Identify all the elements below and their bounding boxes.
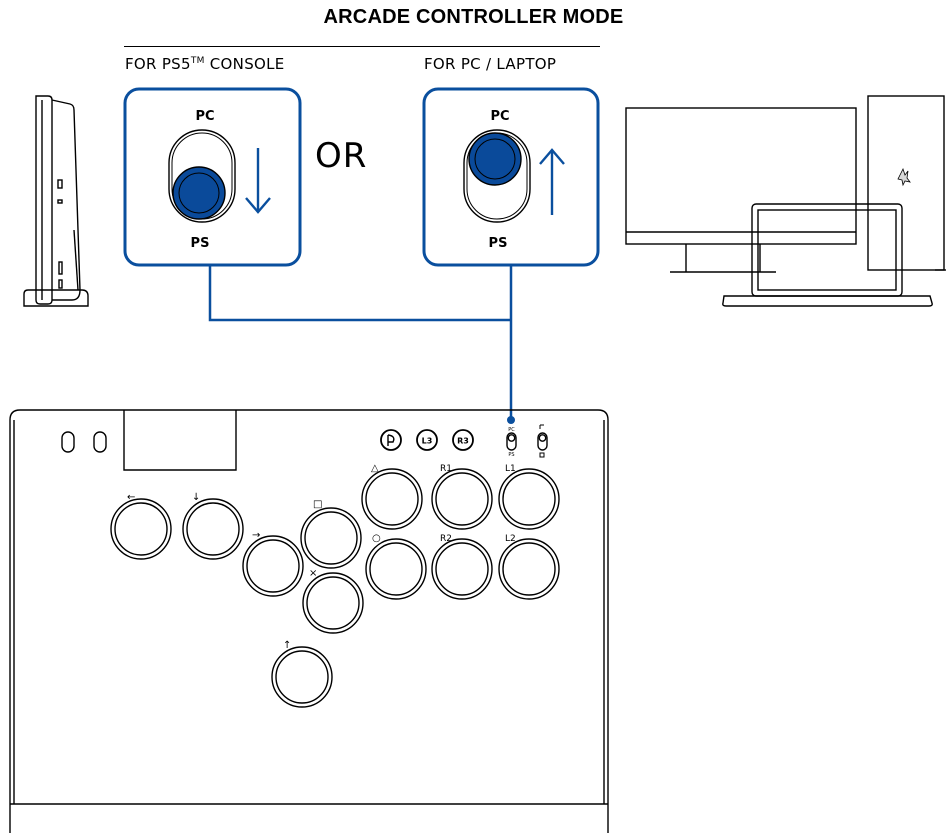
l2-label: L2 <box>505 534 516 544</box>
arrow-up-icon <box>539 148 565 215</box>
ps5-heading-suffix: CONSOLE <box>204 55 285 73</box>
or-text: OR <box>315 136 368 176</box>
cross-label: × <box>309 568 317 579</box>
title-divider <box>124 46 600 47</box>
triangle-label: △ <box>371 463 379 474</box>
left-arrow-label: ← <box>127 492 135 503</box>
switch-box-ps-mode: PC PS <box>123 87 302 267</box>
mode-switch <box>506 432 517 451</box>
mode-switch-top-label: PC <box>508 427 515 433</box>
l1-label: L1 <box>505 464 516 474</box>
mode-switch-bottom-label: PS <box>508 452 514 458</box>
controller-small-switch <box>61 431 75 453</box>
right-arrow-label: → <box>252 530 260 541</box>
switch-bottom-label: PS <box>489 236 508 251</box>
switch-top-label: PC <box>195 109 214 124</box>
ps5-console-heading: FOR PS5TM CONSOLE <box>125 55 285 73</box>
l3-label: L3 <box>422 437 433 446</box>
ps5-heading-text: FOR PS5 <box>125 55 191 73</box>
r1-label: R1 <box>440 464 452 474</box>
r2-label: R2 <box>440 534 452 544</box>
lock-switch <box>537 432 548 451</box>
l1-button <box>498 468 560 530</box>
arrow-down-icon <box>245 148 271 214</box>
r1-button <box>431 468 493 530</box>
r2-button <box>431 538 493 600</box>
switch-bottom-label: PS <box>191 236 210 251</box>
connector-lines <box>208 265 515 424</box>
switch-box-pc-mode: PC PS <box>422 87 600 267</box>
right-button <box>242 535 304 597</box>
square-button <box>300 507 362 569</box>
controller-small-switch <box>93 431 107 453</box>
switch-knob <box>468 132 522 186</box>
ps5-console-illustration <box>23 95 89 307</box>
down-arrow-label: ↓ <box>192 492 200 503</box>
l3-button <box>416 429 438 451</box>
down-button <box>182 498 244 560</box>
circle-label: ○ <box>372 533 381 544</box>
up-arrow-label: ↑ <box>283 640 291 651</box>
switch-top-label: PC <box>490 109 509 124</box>
pc-laptop-heading: FOR PC / LAPTOP <box>424 55 557 73</box>
cross-button <box>302 572 364 634</box>
pc-laptop-illustration <box>625 95 946 307</box>
circle-button <box>365 538 427 600</box>
r3-label: R3 <box>457 437 469 446</box>
triangle-button <box>361 468 423 530</box>
up-button <box>271 646 333 708</box>
switch-knob <box>172 166 226 220</box>
diagram-title: ARCADE CONTROLLER MODE <box>323 6 624 28</box>
ps-button <box>380 429 402 451</box>
trademark-mark: TM <box>190 56 205 66</box>
arcade-controller <box>9 409 609 833</box>
r3-button <box>452 429 474 451</box>
left-button <box>110 498 172 560</box>
square-label: □ <box>313 499 322 510</box>
l2-button <box>498 538 560 600</box>
